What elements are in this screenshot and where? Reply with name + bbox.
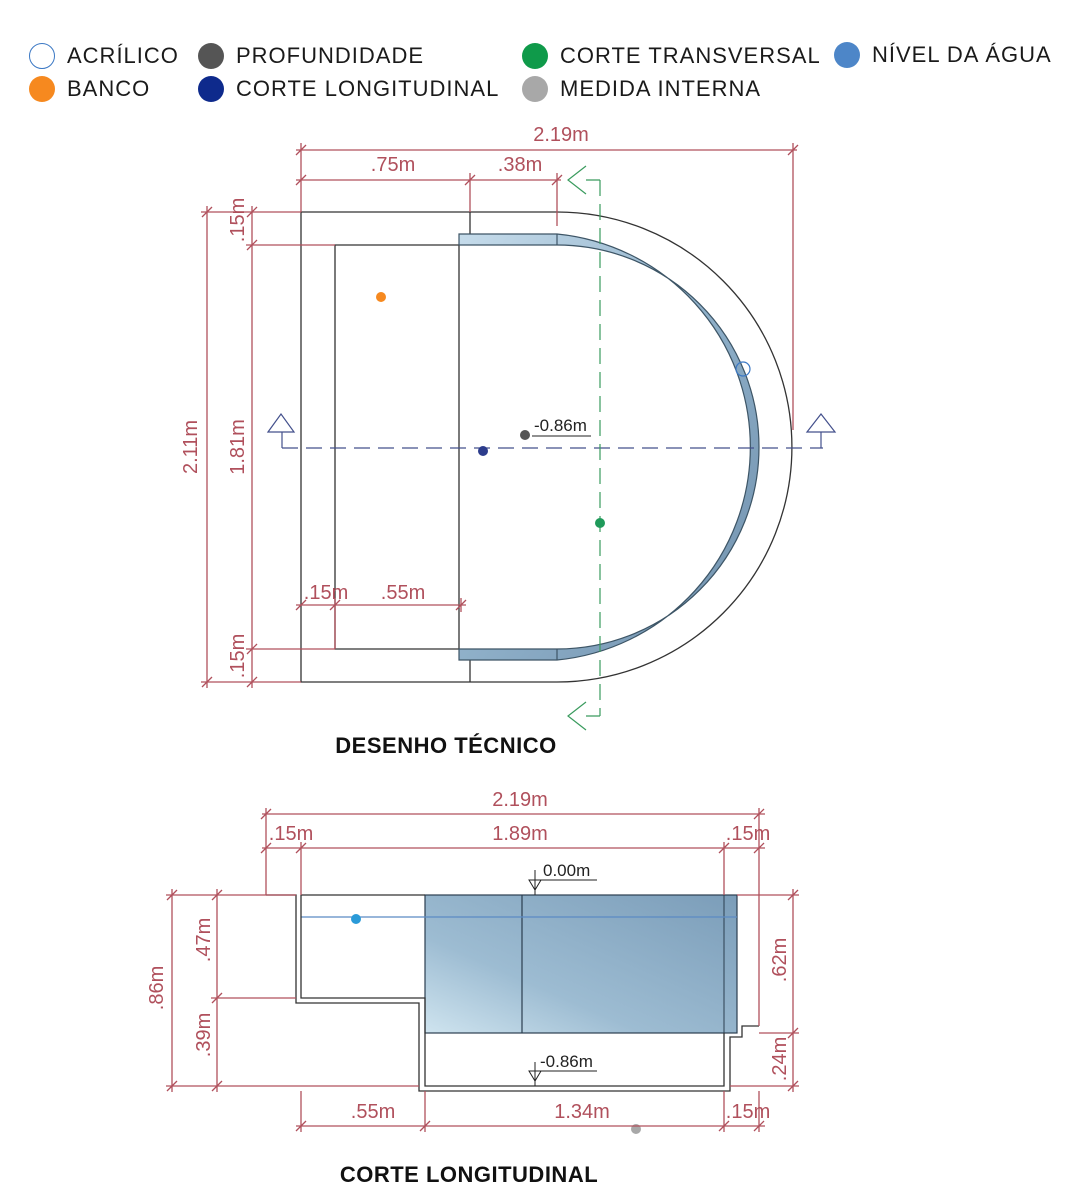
legend-label: BANCO [67,76,151,101]
acrilico-dot-icon [29,43,55,69]
plan-dim-inner-height: 1.81m [227,419,249,475]
legend-item-nivel-agua: NÍVEL DA ÁGUA [834,41,1052,69]
legend-item-corte-longitudinal: CORTE LONGITUDINAL [198,75,499,103]
corte-longitudinal-dot-icon [198,76,224,102]
depth-label: -0.86m [534,416,587,435]
section-water-volume [424,894,738,1034]
corte-longitudinal-marker-icon [478,446,488,456]
section-dim-total-width: 2.19m [492,789,548,811]
profundidade-dot-icon [198,43,224,69]
legend-label: ACRÍLICO [67,43,179,68]
legend-item-medida-interna: MEDIDA INTERNA [522,75,761,103]
section-dim-lower-height: .39m [193,1013,215,1057]
legend-item-corte-transversal: CORTE TRANSVERSAL [522,42,821,70]
legend-label: CORTE LONGITUDINAL [236,76,500,101]
section-arrow-icon [266,412,296,448]
legend-item-banco: BANCO [29,75,150,103]
section-dim-water-depth: .62m [769,938,791,982]
corte-transversal-dot-icon [522,43,548,69]
level-bottom-label: -0.86m [540,1052,593,1071]
medida-interna-dot-icon [522,76,548,102]
level-top-label: 0.00m [543,861,590,880]
legend-label: CORTE TRANSVERSAL [560,43,821,68]
section-dim-bench-length: .55m [351,1101,395,1123]
plan-dim-wall: .15m [304,582,348,604]
section-view: 0.00m -0.86m [146,789,799,1187]
nivel-agua-dot-icon [834,42,860,68]
plan-outer-outline [300,211,793,683]
plan-dimension-lines [201,143,799,688]
plan-acrylic-wall [458,233,760,661]
corte-transversal-marker-icon [595,518,605,528]
section-arrow-icon [567,165,600,195]
profundidade-marker-icon [520,430,530,440]
plan-dim-bench-width: .75m [371,154,415,176]
plan-dim-total-width: 2.19m [533,124,589,146]
legend-item-profundidade: PROFUNDIDADE [198,42,424,70]
plan-dim-bottom-margin: .15m [227,634,249,678]
section-dim-left-wall: .15m [269,823,313,845]
banco-dot-icon [29,76,55,102]
section-arrow-icon [805,413,837,448]
level-marker-icon [528,1062,542,1086]
plan-dim-step-width: .38m [498,154,542,176]
section-profile-inner [300,895,725,1087]
section-dimension-lines [166,808,799,1132]
plan-dim-bench-inner: .55m [381,582,425,604]
section-dim-bench-height: .47m [193,918,215,962]
acrilico-marker-icon [735,361,751,377]
section-profile-outer [266,894,759,1092]
section-dim-inner-width: 1.89m [492,823,548,845]
section-dim-right-wall: .15m [726,823,770,845]
legend-label: MEDIDA INTERNA [560,76,762,101]
banco-marker-icon [376,292,386,302]
section-title: CORTE LONGITUDINAL [340,1162,598,1187]
section-dim-total-height: .86m [146,966,168,1010]
section-arrow-icon [567,701,600,731]
section-dim-end-wall: .15m [726,1101,770,1123]
nivel-agua-marker-icon [351,914,361,924]
section-dim-pool-length: 1.34m [554,1101,610,1123]
plan-view: -0.86m 2.19m .75m .38m .15m .55m [180,124,837,758]
legend-label: NÍVEL DA ÁGUA [872,42,1052,67]
legend-item-acrilico: ACRÍLICO [29,42,179,70]
section-dim-floor-height: .24m [769,1037,791,1081]
legend-label: PROFUNDIDADE [236,43,425,68]
level-marker-icon [528,870,542,895]
plan-dim-total-height: 2.11m [180,420,202,474]
plan-dim-top-margin: .15m [227,198,249,242]
plan-title: DESENHO TÉCNICO [335,733,556,758]
